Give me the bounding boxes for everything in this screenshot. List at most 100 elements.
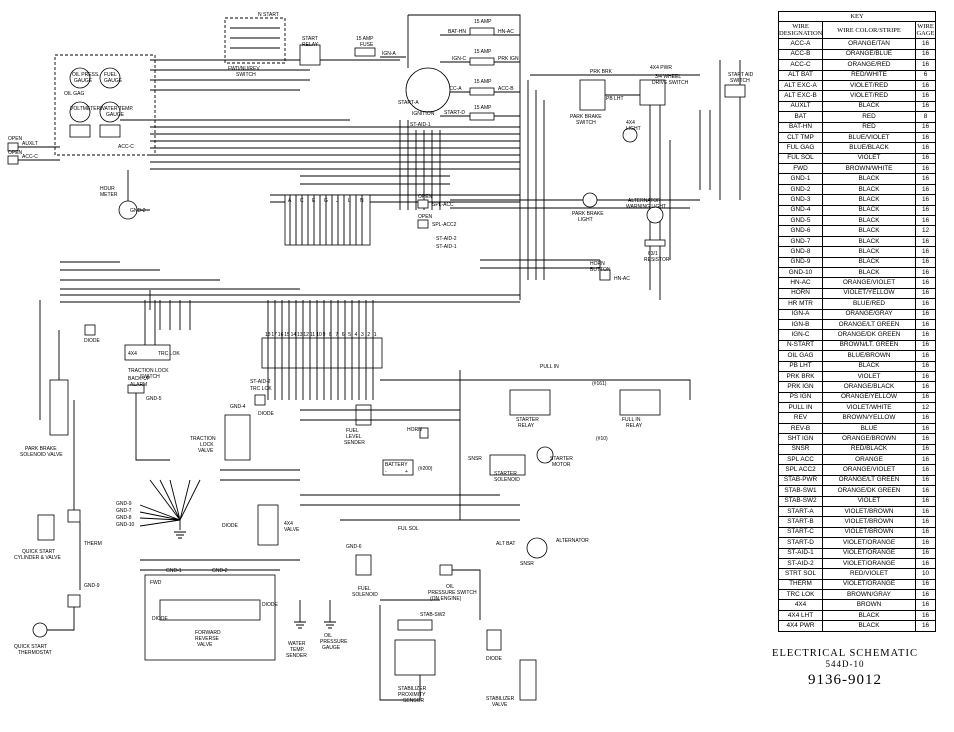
title-block: ELECTRICAL SCHEMATIC 544D-10 9136-9012 [760,648,930,689]
col-wire-color: WIRE COLOR/STRIPE [822,21,916,40]
alternator-label: ALTERNATOR [556,538,589,544]
fuel-solenoid-label: FUEL [358,586,371,592]
wire-color-cell: BLACK [822,360,916,372]
pb-lht-top-label: PB LHT [606,96,624,102]
wire-color-cell: RED [822,121,916,133]
starter-assembly: STARTER SOLENOID STARTER MOTOR SNSR [468,446,573,483]
fuel-gauge-label: GAUGE [104,78,123,84]
fuse-1-label: 15 AMP [356,36,374,42]
wire-designation-cell: STRT SOL [778,568,823,580]
park-brake-switch: PRK BRK 4X4 PWR 3/4 WHEEL DRIVE SWITCH P… [530,65,700,126]
acc-b-label: ACC-B [498,86,514,92]
wire-designation-cell: N-START [778,339,823,352]
full-in-relay: FULL IN RELAY PULL IN (#161) (#10) [540,364,661,442]
fuses: 15 AMP FUSE 15 AMP 15 AMP 15 AMP 15 AMP … [354,19,520,121]
wire-designation-cell: GND-2 [778,183,823,196]
wire-color-cell: ORANGE/BLACK [822,381,916,393]
wire-color-cell: BLACK [822,173,916,185]
gnd-10-fan-label: GND-10 [116,522,135,528]
proximity-label: PROXIMITY [398,692,426,698]
wire-designation-cell: PRK BRK [778,370,823,383]
wire-color-cell: BLACK [822,183,916,196]
drawing-model: 544D-10 [825,659,865,669]
start-relay: START RELAY [299,36,321,66]
full-in-relay-relay-label: RELAY [626,423,643,429]
wire-gage-cell: 16 [914,578,937,591]
four-light-label: 4X4 [626,120,635,126]
oil-pressure-switch: OIL PRESSURE SWITCH (ON ENGINE) [428,564,477,602]
prk-ign-label: PRK IGN [498,56,519,62]
starter-relay: STARTER RELAY [509,389,551,429]
open-spl-label-1: OPEN [418,194,433,200]
fwd-nu-rev-label: FWD/NU/REV [228,66,260,72]
wire-gage-cell: 16 [914,381,937,393]
park-brake-sol-label: PARK BRAKE [25,446,57,452]
wire-gage-cell: 16 [914,433,937,445]
wire-gage-cell: 16 [914,391,937,404]
therm-label: THERM [84,541,102,547]
connector-number: 14 [291,332,297,338]
solenoid-valve-label: SOLENOID VALVE [20,452,63,458]
park-brake-switch-label: PARK BRAKE [570,114,602,120]
water-temp-label: WATER TEMP. [100,106,133,112]
fuel-level-sender: FUEL LEVEL SENDER [344,404,372,446]
drawing-title: ELECTRICAL SCHEMATIC [772,648,918,659]
wire-color-cell: ORANGE/LT GREEN [822,474,916,487]
acc-a-label: ACC-A [446,86,462,92]
starter-motor-label: STARTER [550,456,573,462]
wire-designation-cell: HORN [778,287,823,300]
stab-valve-valve-label: VALVE [492,702,508,708]
wire-color-cell: VIOLET [822,370,916,383]
starter-solenoid-label: STARTER [494,471,517,477]
oil-pressure-gauge-label: GAUGE [322,645,341,651]
wire-color-cell: VIOLET/RED [822,79,916,92]
wire-color-cell: ORANGE/VIOLET [822,464,916,476]
starter-relay-relay-label: RELAY [518,423,535,429]
wire-color-cell: RED/BLACK [822,443,916,456]
connector-number: 15 [284,332,290,338]
wire-designation-cell: FWD [778,163,823,175]
wire-color-cell: BLACK [822,620,916,632]
snsr-label: SNSR [468,456,482,462]
connector-number: 1 [374,332,377,338]
wire-color-cell: BLACK [822,225,916,237]
water-label: WATER [288,641,306,647]
connector-letter-a: A [288,198,292,204]
oil-press-gauge-label: GAUGE [74,78,93,84]
connector-number: 3 [361,332,364,338]
level-label: LEVEL [346,434,362,440]
open-label-1: OPEN [8,136,23,142]
fuel-level-label: FUEL [346,428,359,434]
wire-designation-cell: FUL SOL [778,152,823,165]
fuse-2-label: 15 AMP [474,19,492,25]
resistor-ohm-label: 63/1 [648,251,658,257]
wire-gage-cell: 16 [914,183,937,196]
drive-switch-label: DRIVE SWITCH [652,80,689,86]
back-up-label: BACK-UP [128,376,151,382]
wire-color-cell: VIOLET/BROWN [822,526,916,539]
wire-designation-cell: TRC LOK [778,589,823,601]
wire-color-cell: ORANGE/LT GREEN [822,318,916,331]
horn: HORN [407,427,429,439]
wire-designation-cell: THERM [778,578,823,591]
wire-gage-cell: 16 [914,516,937,528]
wire-designation-cell: ALT EXC-B [778,90,823,102]
wire-gage-cell: 16 [914,308,937,320]
wire-color-cell: BLACK [822,235,916,248]
wire-color-cell: ORANGE/VIOLET [822,277,916,289]
spl-acc-label: SPL-ACC [432,202,454,208]
ground-star: GND-9 GND-7 GND-8 GND-10 [116,479,201,539]
wire-color-cell: BROWN/WHITE [822,163,916,175]
three-four-wheel-label: 3/4 WHEEL [655,74,681,80]
wire-gage-cell: 16 [914,215,937,227]
wire-designation-cell: 4X4 LHT [778,609,823,622]
start-relay-label-1: START [302,36,318,42]
wire-designation-cell: SNSR [778,443,823,456]
oil-press-label: OIL PRESS. [72,72,100,78]
start-a-label: START-A [398,100,419,106]
diode-left-label: DIODE [84,338,101,344]
wire-gage-cell: 16 [914,100,937,113]
